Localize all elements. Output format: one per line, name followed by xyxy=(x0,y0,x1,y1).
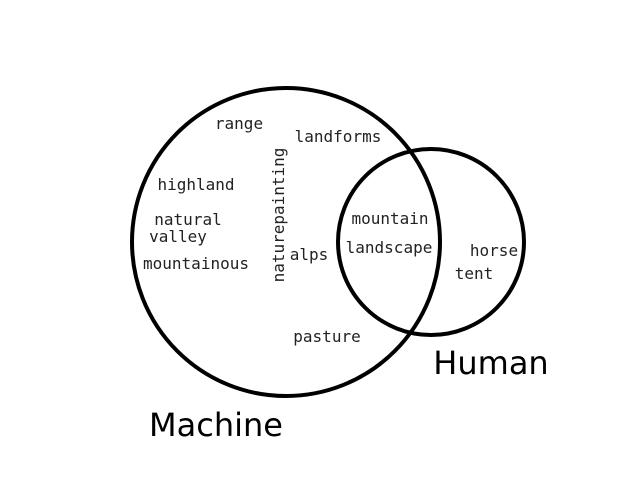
word-natural: natural xyxy=(154,210,221,229)
word-highland: highland xyxy=(157,175,234,194)
word-pasture: pasture xyxy=(293,327,360,346)
human-set-label: Human xyxy=(433,344,548,382)
word-valley: valley xyxy=(149,227,207,246)
machine-set-label: Machine xyxy=(149,406,283,444)
word-naturepainting: naturepainting xyxy=(269,148,288,283)
word-range: range xyxy=(215,114,263,133)
word-mountainous: mountainous xyxy=(143,254,249,273)
word-mountain: mountain xyxy=(351,209,428,228)
word-landforms: landforms xyxy=(295,127,382,146)
machine-set-circle xyxy=(130,86,442,398)
word-landscape: landscape xyxy=(346,238,433,257)
word-alps: alps xyxy=(290,245,329,264)
human-set-circle xyxy=(336,147,526,337)
word-horse: horse xyxy=(470,241,518,260)
word-tent: tent xyxy=(455,264,494,283)
